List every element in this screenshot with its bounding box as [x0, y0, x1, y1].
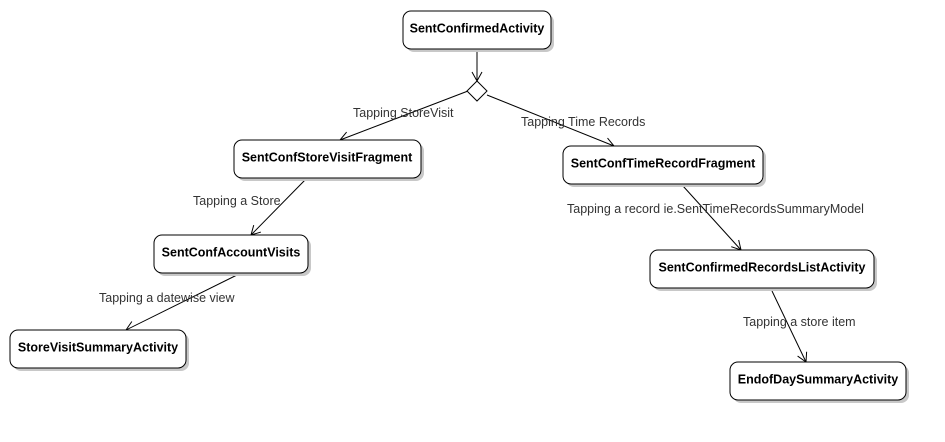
- edge-label-tapping-store-visit: Tapping StoreVisit: [353, 106, 454, 120]
- node-label: SentConfirmedActivity: [410, 21, 545, 35]
- node-sent-conf-store-visit-fragment: SentConfStoreVisitFragment: [233, 139, 424, 181]
- node-label: SentConfirmedRecordsListActivity: [659, 260, 866, 274]
- edge-label-tapping-a-record: Tapping a record ie.SentTimeRecordsSumma…: [567, 202, 864, 216]
- node-sent-conf-time-record-fragment: SentConfTimeRecordFragment: [562, 145, 766, 187]
- edge-decision-to-time-record-fragment: [486, 94, 615, 148]
- node-label: SentConfTimeRecordFragment: [571, 156, 756, 170]
- edge-label-tapping-a-store: Tapping a Store: [193, 194, 281, 208]
- edge-time-record-fragment-to-records-list: [682, 185, 742, 251]
- edge-account-visits-to-store-visit-summary: [125, 272, 242, 331]
- node-sent-confirmed-records-list-activity: SentConfirmedRecordsListActivity: [649, 249, 877, 291]
- node-label: EndofDaySummaryActivity: [738, 372, 899, 386]
- edge-label-tapping-a-datewise-view: Tapping a datewise view: [99, 291, 235, 305]
- edge-records-list-to-endof-day-summary: [771, 290, 808, 363]
- edge-store-visit-fragment-to-account-visits: [250, 178, 307, 236]
- node-store-visit-summary-activity: StoreVisitSummaryActivity: [9, 329, 189, 371]
- node-label: SentConfAccountVisits: [162, 245, 301, 259]
- decision-diamond: [466, 80, 488, 102]
- node-endof-day-summary-activity: EndofDaySummaryActivity: [729, 361, 909, 403]
- node-sent-conf-account-visits: SentConfAccountVisits: [153, 234, 311, 276]
- edge-label-tapping-a-store-item: Tapping a store item: [743, 315, 856, 329]
- node-sent-confirmed-activity: SentConfirmedActivity: [402, 10, 554, 52]
- edge-label-tapping-time-records: Tapping Time Records: [521, 115, 645, 129]
- edge-decision-to-store-visit-fragment: [339, 90, 469, 142]
- node-label: StoreVisitSummaryActivity: [18, 340, 178, 354]
- node-label: SentConfStoreVisitFragment: [242, 150, 413, 164]
